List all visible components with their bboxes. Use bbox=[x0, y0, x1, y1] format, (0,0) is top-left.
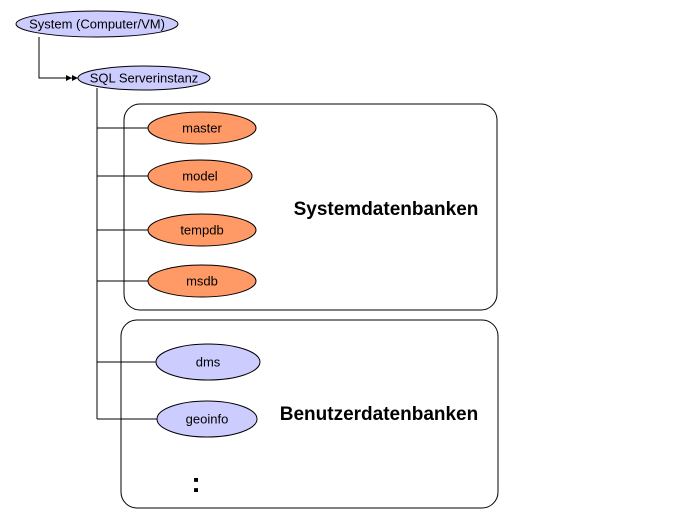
connector-lines bbox=[38, 37, 158, 420]
db-label-master: master bbox=[182, 121, 222, 136]
db-label-model: model bbox=[182, 169, 218, 184]
more-databases-indicator: : bbox=[191, 467, 200, 498]
db-node-model: model bbox=[147, 159, 253, 193]
sql-instance-label: SQL Serverinstanz bbox=[90, 71, 199, 86]
system-node-label: System (Computer/VM) bbox=[29, 17, 165, 32]
db-node-msdb: msdb bbox=[147, 264, 257, 298]
db-label-msdb: msdb bbox=[186, 274, 218, 289]
system-databases-group bbox=[123, 103, 498, 311]
db-label-tempdb: tempdb bbox=[180, 223, 223, 238]
arrowhead bbox=[66, 75, 78, 81]
user-databases-label: Benutzerdatenbanken bbox=[280, 404, 478, 425]
sql-instance-node: SQL Serverinstanz bbox=[77, 65, 211, 91]
system-databases-label: Systemdatenbanken bbox=[294, 199, 479, 220]
system-to-instance-line bbox=[38, 37, 82, 79]
db-label-geoinfo: geoinfo bbox=[186, 412, 229, 427]
db-node-dms: dms bbox=[155, 343, 261, 381]
db-node-master: master bbox=[147, 111, 257, 145]
db-node-tempdb: tempdb bbox=[147, 213, 257, 247]
db-label-dms: dms bbox=[196, 355, 221, 370]
db-node-geoinfo: geoinfo bbox=[156, 400, 258, 438]
system-node: System (Computer/VM) bbox=[15, 10, 179, 38]
